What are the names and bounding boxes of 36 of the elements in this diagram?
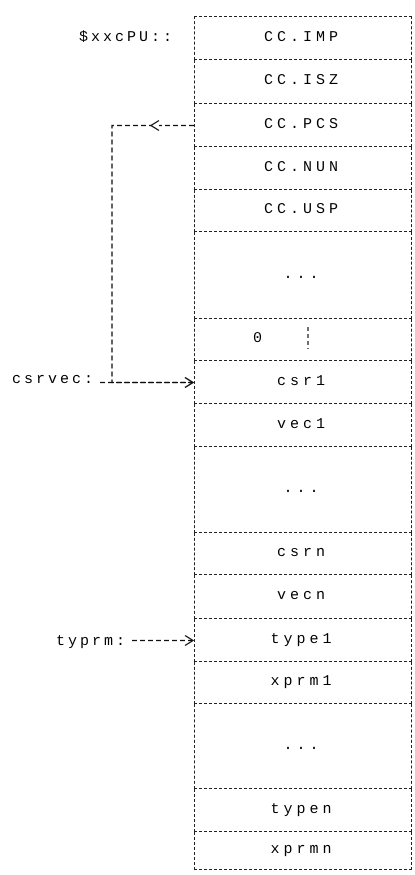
memory-cell <box>194 60 412 104</box>
memory-cell <box>194 447 412 533</box>
cell-label: type1 <box>270 630 336 650</box>
memory-cell <box>194 190 412 232</box>
address-label: csrvec: <box>0 368 96 392</box>
memory-cell <box>194 533 412 575</box>
cell-label: xprmn <box>270 840 336 860</box>
memory-cell <box>194 232 412 319</box>
memory-cell <box>194 104 412 147</box>
cell-label: ... <box>283 264 322 285</box>
cell-label: 0 <box>253 329 266 350</box>
cell-label: ... <box>283 736 322 756</box>
address-label: typrm: <box>40 630 128 654</box>
memory-cell <box>194 319 412 361</box>
cell-label: ... <box>283 479 322 500</box>
cell-label: csrn <box>276 543 329 564</box>
cell-label: CC.IMP <box>264 28 342 48</box>
cell-label: vec1 <box>276 414 329 435</box>
memory-cell <box>194 404 412 447</box>
cell-label: csr1 <box>276 372 329 392</box>
memory-cell <box>194 832 412 870</box>
cell-label: CC.USP <box>264 200 342 220</box>
cell-label: CC.ISZ <box>264 71 342 92</box>
cell-label: CC.NUN <box>264 158 342 178</box>
memory-cell <box>194 789 412 832</box>
memory-cell <box>194 147 412 190</box>
memory-cell <box>194 704 412 789</box>
cell-label: vecn <box>276 586 329 606</box>
address-label: $xxcPU:: <box>78 28 175 48</box>
memory-cell <box>194 619 412 662</box>
cell-label: CC.PCS <box>264 114 342 135</box>
cell-label: xprm1 <box>270 672 336 692</box>
memory-cell <box>194 361 412 404</box>
memory-cell <box>194 662 412 704</box>
memory-cell <box>194 575 412 619</box>
cell-label: typen <box>270 800 336 820</box>
